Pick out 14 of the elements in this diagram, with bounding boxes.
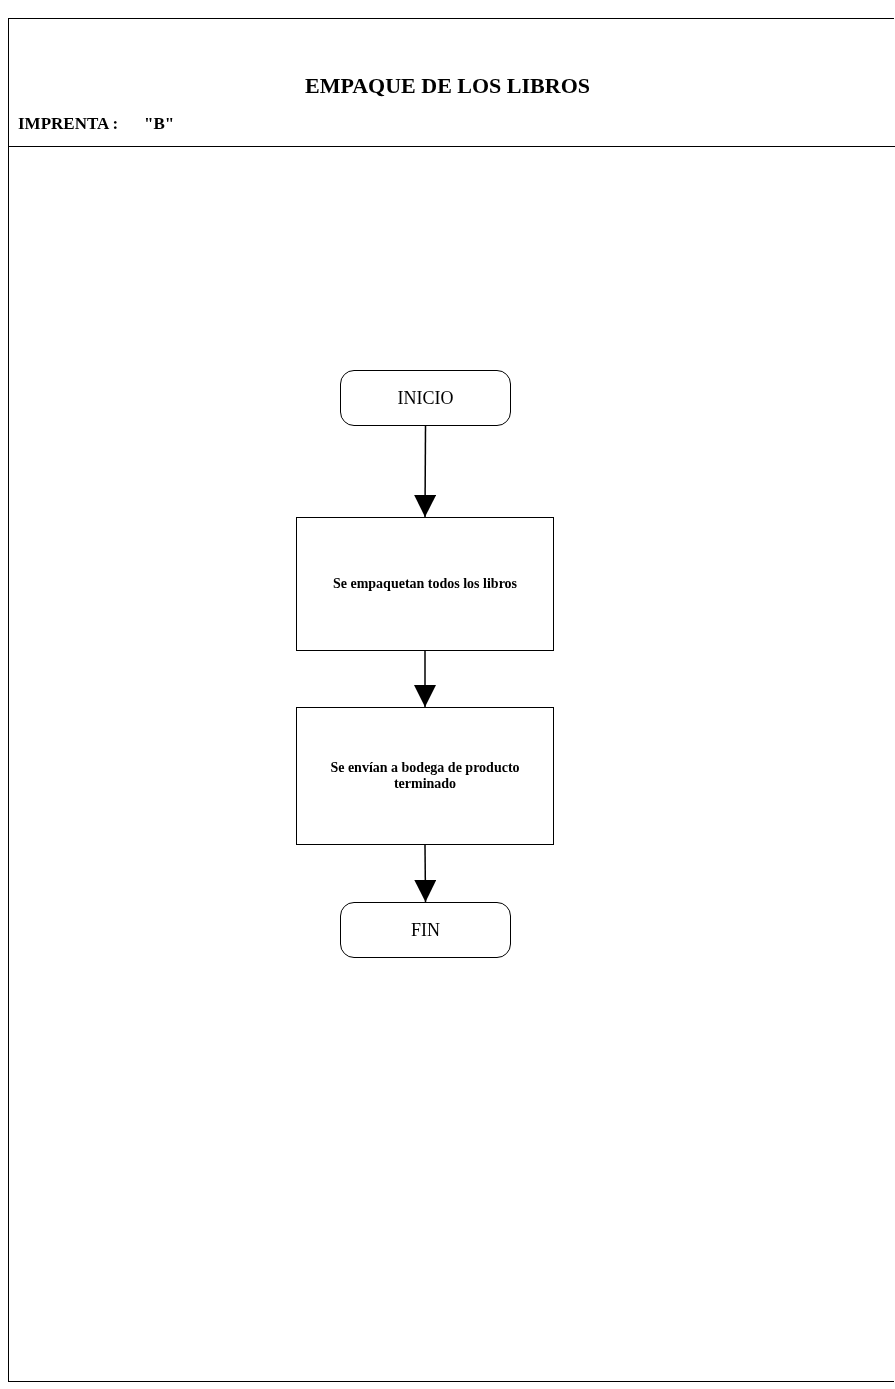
terminal-box xyxy=(340,902,511,958)
node-text: Se envían a bodega de producto terminado xyxy=(329,760,521,792)
process-box xyxy=(296,707,554,845)
process-box xyxy=(296,517,554,651)
arrow xyxy=(414,650,436,708)
node-text: Se empaquetan todos los libros xyxy=(332,576,518,592)
field-value: "B" xyxy=(144,114,175,134)
diagram-title: EMPAQUE DE LOS LIBROS xyxy=(303,73,591,99)
arrow xyxy=(414,425,437,518)
node-text: FIN xyxy=(411,919,440,941)
terminal-box xyxy=(340,370,511,426)
field-label: IMPRENTA : xyxy=(18,114,119,134)
node-text: INICIO xyxy=(397,387,454,409)
arrow xyxy=(414,844,437,903)
